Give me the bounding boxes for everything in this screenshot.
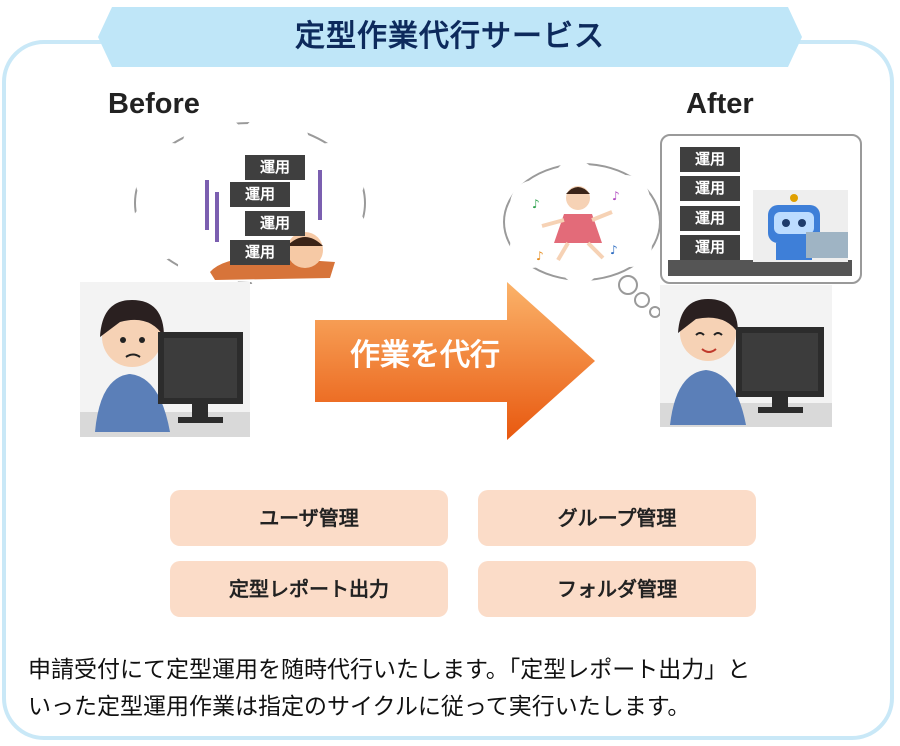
arrow-label: 作業を代行 [350, 338, 500, 373]
page-title: 定型作業代行サービス [295, 19, 605, 54]
relaxed-worker-illustration [660, 285, 832, 427]
workload-block-3: 運用 [245, 211, 305, 236]
description-line-1: 申請受付にて定型運用を随時代行いたします。「定型レポート出力」と [28, 657, 751, 683]
service-group-management: グループ管理 [478, 490, 756, 546]
robot-operator-illustration [668, 190, 852, 276]
description-line-2: いった定型運用作業は指定のサイクルに従って実行いたします。 [28, 694, 691, 720]
svg-text:♪: ♪ [532, 197, 540, 211]
dancing-girl-illustration: ♪ ♪ ♪ ♪ [532, 186, 620, 263]
svg-text:♪: ♪ [612, 189, 620, 203]
workload-block-2: 運用 [230, 182, 290, 207]
automated-block-2: 運用 [680, 176, 740, 201]
banner-shape [98, 7, 802, 67]
after-label: After [686, 88, 754, 120]
worried-worker-illustration [80, 282, 250, 437]
svg-text:♪: ♪ [536, 249, 544, 263]
before-label: Before [108, 88, 200, 120]
workload-block-4: 運用 [230, 240, 290, 265]
automated-block-4: 運用 [680, 235, 740, 260]
service-user-management: ユーザ管理 [170, 490, 448, 546]
service-folder-management: フォルダ管理 [478, 561, 756, 617]
title-banner: 定型作業代行サービス [98, 7, 802, 67]
workload-block-1: 運用 [245, 155, 305, 180]
automated-block-1: 運用 [680, 147, 740, 172]
delegation-arrow [315, 282, 595, 440]
automated-block-3: 運用 [680, 206, 740, 231]
collapsed-person-illustration [205, 170, 335, 280]
svg-text:♪: ♪ [610, 243, 618, 257]
service-description: 申請受付にて定型運用を随時代行いたします。「定型レポート出力」と いった定型運用… [28, 652, 878, 726]
service-report-output: 定型レポート出力 [170, 561, 448, 617]
after-thought-cloud [503, 160, 661, 318]
